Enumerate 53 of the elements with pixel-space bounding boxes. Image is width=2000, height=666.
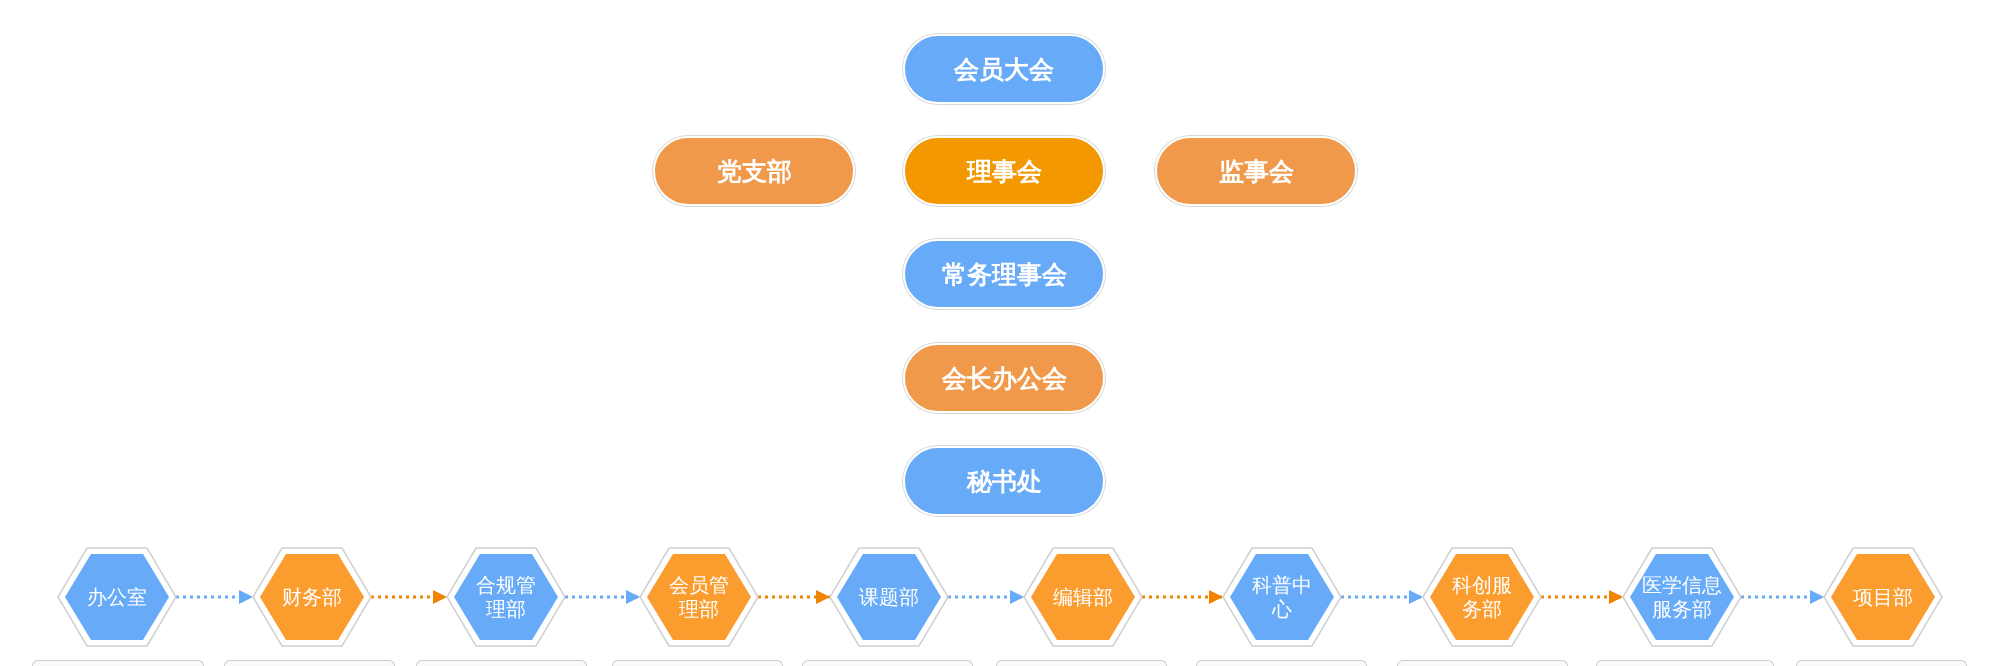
- hexagon-box: [1422, 547, 1542, 647]
- empty-box: [1196, 660, 1368, 666]
- node-label: 会长办公会: [941, 362, 1067, 395]
- hexagon-box: [57, 547, 177, 647]
- node-label: 常务理事会: [941, 258, 1067, 291]
- empty-box: [1396, 660, 1568, 666]
- empty-box: [996, 660, 1168, 666]
- node-label: 会员大会: [954, 53, 1054, 86]
- rounded-box: [903, 343, 1105, 413]
- empty-box: [612, 660, 784, 666]
- arrow: [1142, 590, 1223, 604]
- rounded-box: [1155, 136, 1357, 206]
- arrow: [1541, 590, 1623, 604]
- rounded-box: [903, 34, 1105, 104]
- node-label: 党支部: [716, 155, 792, 188]
- hexagon-box: [639, 547, 759, 647]
- hexagon-box: [252, 547, 372, 647]
- empty-box: [31, 660, 205, 666]
- arrow: [758, 590, 830, 604]
- rounded-box: [903, 446, 1105, 516]
- node-label: 课题部: [858, 585, 920, 609]
- empty-box: [415, 660, 587, 666]
- hexagon-box: [1222, 547, 1342, 647]
- hexagon-box: [1622, 547, 1742, 647]
- node-label: 项目部: [1852, 585, 1914, 609]
- hexagon-box: [1023, 547, 1143, 647]
- node-label: 医学信息服务部: [1641, 573, 1723, 621]
- node-label: 合规管理部: [475, 573, 537, 621]
- node-label: 监事会: [1218, 155, 1294, 188]
- arrow: [371, 590, 447, 604]
- node-label: 科普中心: [1251, 573, 1313, 621]
- arrow: [1341, 590, 1423, 604]
- hexagon-box: [1823, 547, 1943, 647]
- empty-box: [224, 660, 396, 666]
- empty-box: [1595, 660, 1775, 666]
- node-label: 会员管理部: [668, 573, 730, 621]
- empty-box: [802, 660, 974, 666]
- node-label: 编辑部: [1052, 585, 1114, 609]
- node-label: 科创服务部: [1451, 573, 1513, 621]
- rounded-box: [903, 136, 1105, 206]
- hexagon-box: [446, 547, 566, 647]
- rounded-box: [653, 136, 855, 206]
- node-label: 秘书处: [966, 465, 1042, 498]
- node-label: 办公室: [86, 585, 148, 609]
- rounded-box: [903, 239, 1105, 309]
- arrow: [176, 590, 253, 604]
- arrow: [948, 590, 1024, 604]
- node-label: 理事会: [966, 155, 1042, 188]
- arrow: [565, 590, 640, 604]
- node-label: 财务部: [281, 585, 343, 609]
- arrow: [1741, 590, 1824, 604]
- empty-box: [1795, 660, 1967, 666]
- hexagon-box: [829, 547, 949, 647]
